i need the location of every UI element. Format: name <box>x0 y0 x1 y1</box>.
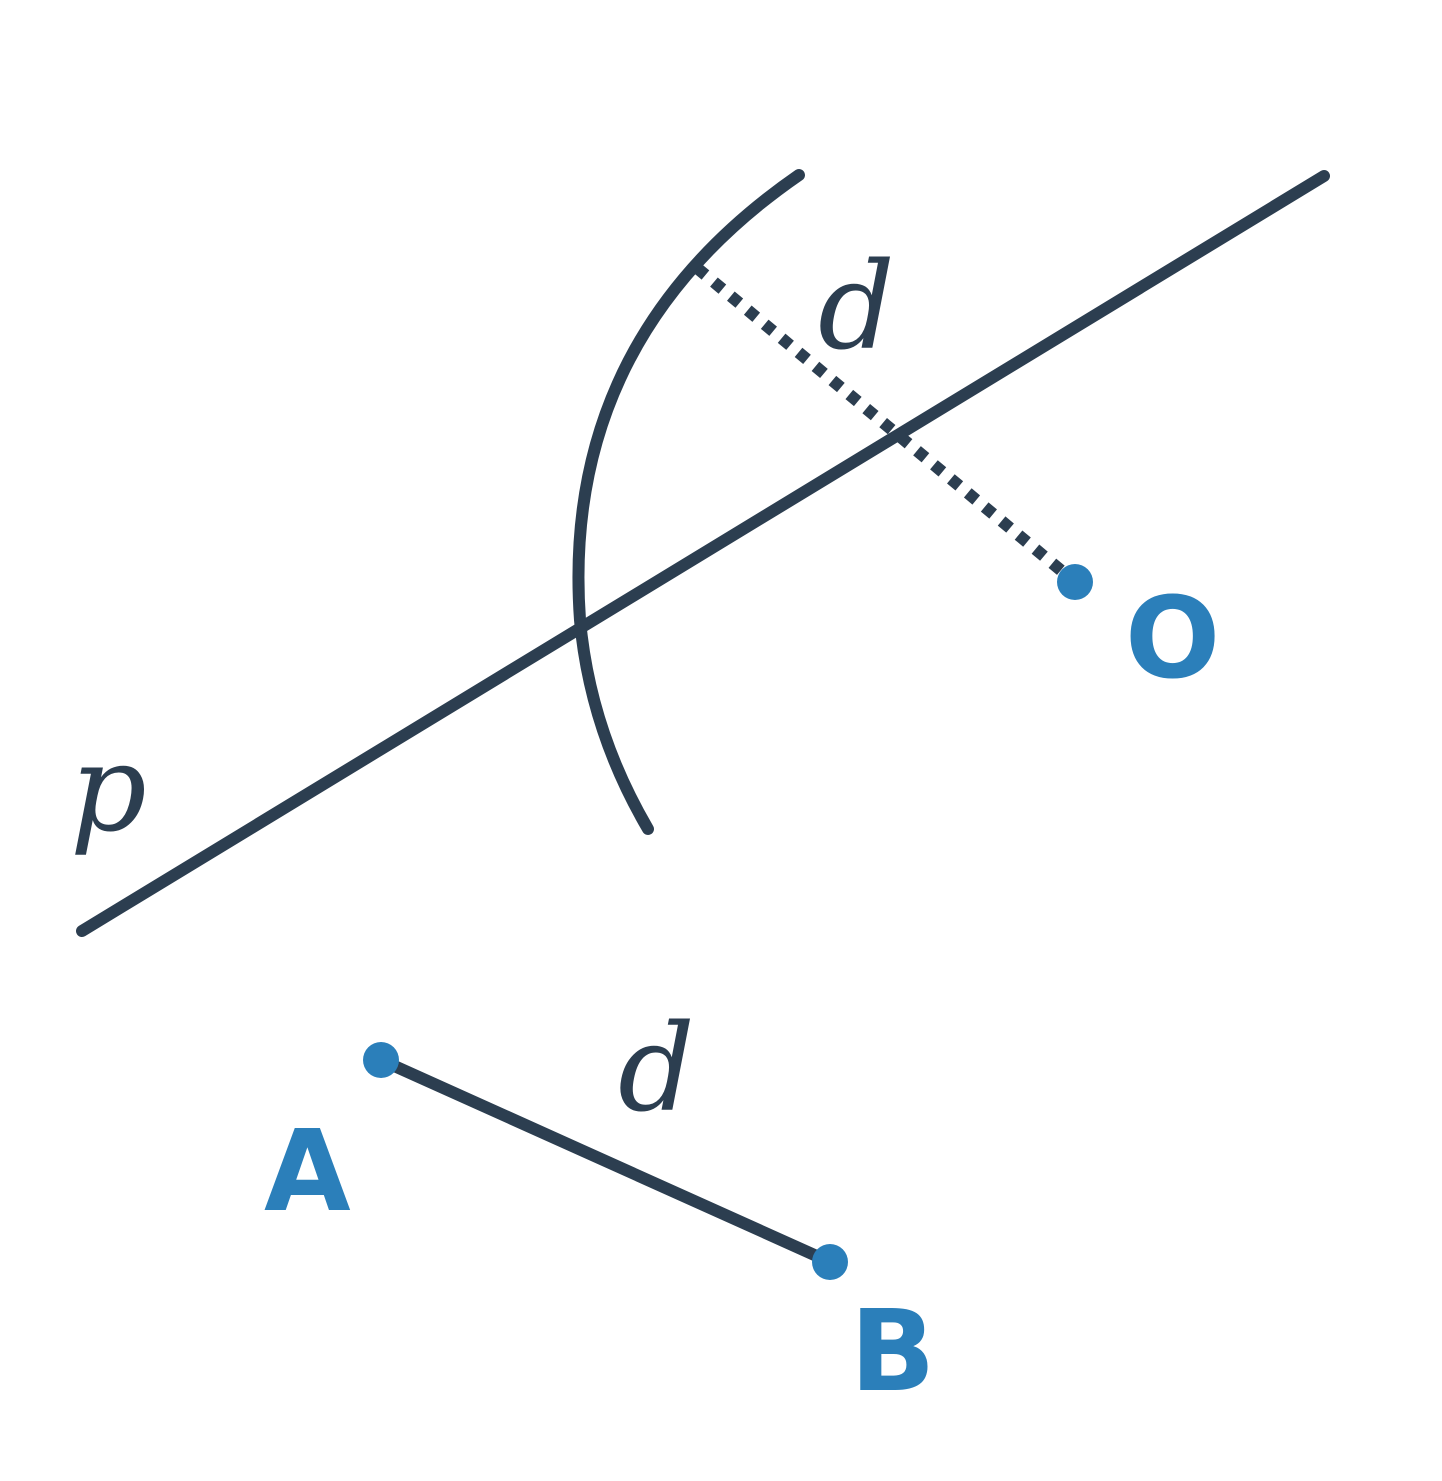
point-label-b: B <box>850 1287 935 1417</box>
line-label-p: p <box>70 720 147 859</box>
line-p <box>76 170 1330 937</box>
distance-label-lower: d <box>618 1000 695 1139</box>
segment-ab <box>375 1054 836 1268</box>
point-label-o: O <box>1125 574 1220 704</box>
point-a <box>363 1042 399 1078</box>
distance-label-upper: d <box>818 238 895 377</box>
point-b <box>812 1244 848 1280</box>
point-o <box>1057 564 1093 600</box>
point-label-a: A <box>264 1107 351 1237</box>
arc-radius-d <box>572 169 805 835</box>
distance-dotted-line <box>693 263 1079 587</box>
